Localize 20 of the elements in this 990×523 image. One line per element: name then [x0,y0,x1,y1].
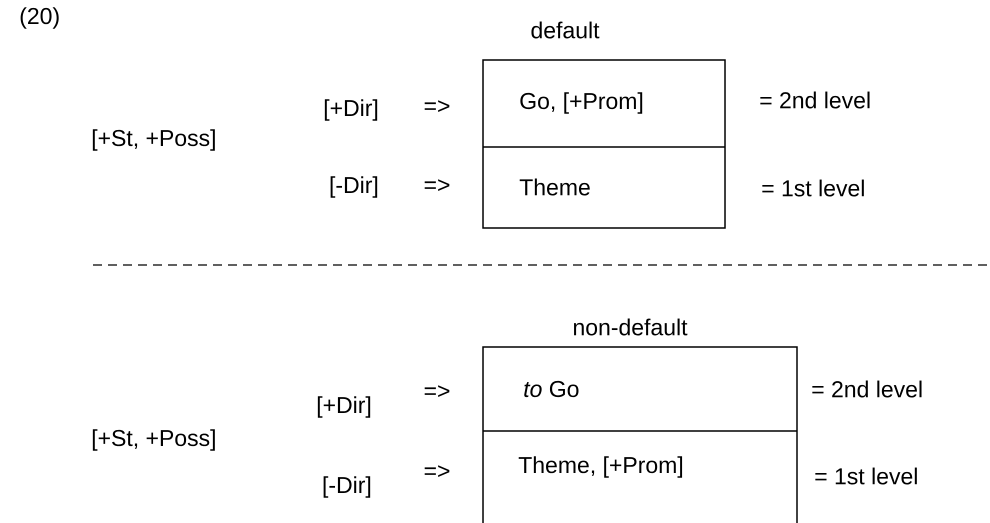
arrow-sign: => [424,179,450,191]
feature-label: [+St, +Poss] [92,429,215,451]
feature-label: [-Dir] [324,476,370,498]
feature-label: [+Dir] [324,99,378,121]
cell-text: Go, [+Prom] [520,92,642,114]
cell-text: Theme [520,178,590,196]
level-label: = 1st level [762,180,864,196]
node-label: default [531,22,600,38]
level-label: = 2nd level [812,380,922,398]
cell-text: to Go [524,380,578,398]
arrow-sign: => [424,385,450,397]
arrow-sign: => [424,100,450,112]
level-label: = 1st level [815,468,917,484]
feature-label: [+St, +Poss] [92,129,215,151]
arrow-sign: => [424,465,450,477]
cell-text: Theme, [+Prom] [518,456,682,478]
feature-label: [-Dir] [330,176,378,198]
feature-label: [+Dir] [318,396,370,418]
example-number: (20) [20,7,59,29]
level-label: = 2nd level [760,92,870,108]
